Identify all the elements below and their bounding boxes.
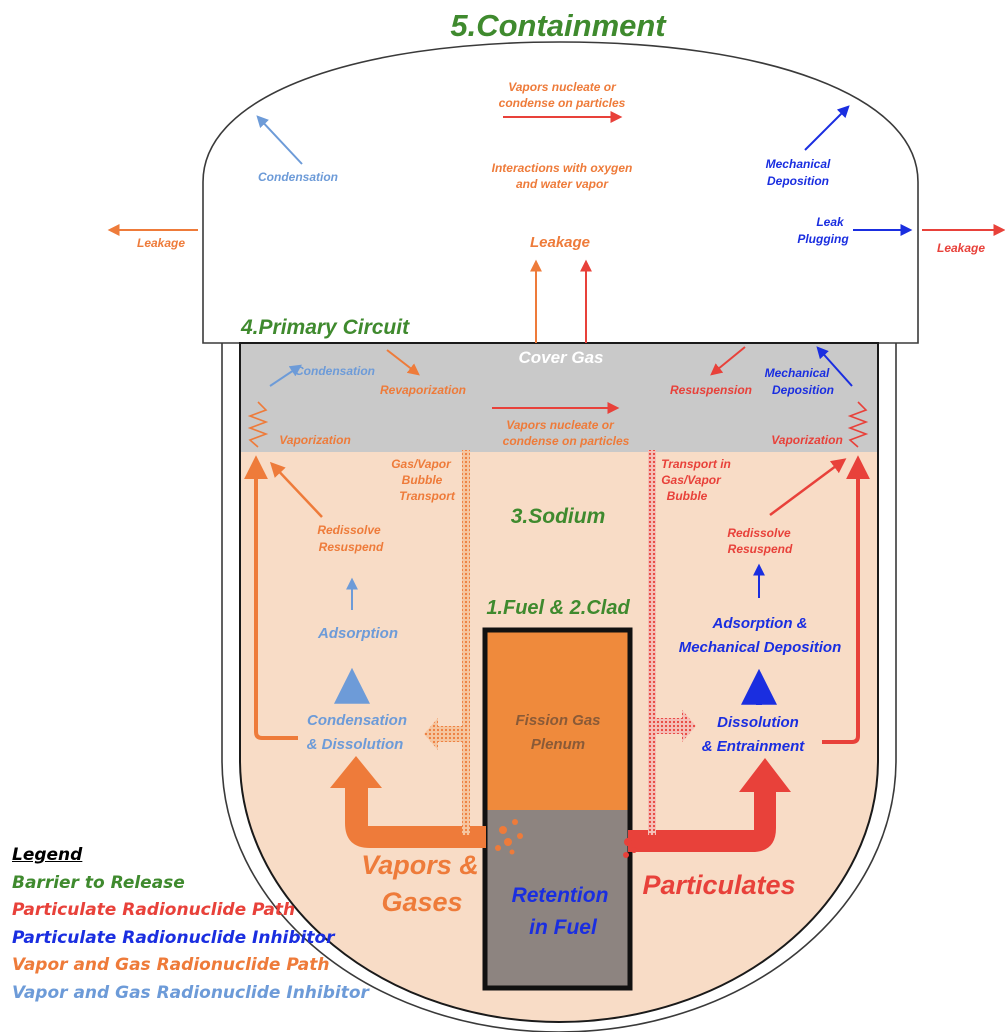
legend: Legend Barrier to Release Particulate Ra… — [12, 842, 369, 1007]
redissolve-vapor-arrow — [269, 461, 323, 518]
containment-interactions-label-2: and water vapor — [516, 177, 609, 191]
cover-nucleate-label-1: Vapors nucleate or — [506, 418, 615, 432]
retention-label-2: in Fuel — [529, 916, 598, 939]
cover-resuspension-arrow — [710, 346, 746, 376]
retention-label-1: Retention — [512, 884, 609, 907]
adsorption-label: Adsorption — [317, 625, 398, 642]
fission-gas-plenum-label-1: Fission Gas — [515, 712, 600, 729]
redissolve-left-label-2: Resuspend — [319, 540, 384, 554]
fission-gas-plenum — [485, 630, 630, 810]
transport-label-1: Transport in — [661, 457, 731, 471]
cover-revaporization-label: Revaporization — [380, 383, 466, 397]
leakage-left-label: Leakage — [137, 236, 185, 250]
leak-plugging-label-1: Leak — [816, 215, 845, 229]
cover-nucleate-label-2: condense on particles — [503, 434, 630, 448]
adsorption-mech-label-2: Mechanical Deposition — [679, 639, 842, 656]
legend-item-vapor-inhibitor: Vapor and Gas Radionuclide Inhibitor — [12, 982, 369, 1003]
transport-label-2: Gas/Vapor — [661, 473, 722, 487]
vessel-outer-wall — [221, 343, 897, 1032]
legend-item-particulate-path: Particulate Radionuclide Path — [12, 900, 296, 920]
gas-vapor-label-1: Gas/Vapor — [391, 457, 452, 471]
containment-nucleate-label-2: condense on particles — [499, 96, 626, 110]
particulate-particles — [623, 838, 637, 858]
adsorption-mech-label-1: Adsorption & — [712, 615, 808, 632]
containment-mech-deposition-arrow — [804, 105, 850, 151]
containment-condensation-arrow — [256, 115, 303, 165]
cover-mech-dep-label-2: Deposition — [772, 383, 834, 397]
fuel-clad-title: 1.Fuel & 2.Clad — [486, 597, 630, 619]
bubble-transport-right-branch — [648, 710, 696, 742]
gas-vapor-label-2: Bubble — [402, 473, 443, 487]
vaporization-spring-left — [247, 401, 269, 448]
vaporization-right-label: Vaporization — [771, 433, 843, 447]
fuel-clad-outline — [482, 627, 633, 991]
leak-plugging-label-2: Plugging — [797, 232, 849, 246]
vapor-particles — [495, 819, 523, 855]
legend-title: Legend — [12, 845, 83, 865]
containment-dome — [202, 41, 919, 344]
redissolve-left-label-1: Redissolve — [317, 523, 381, 537]
legend-item-particulate-inhibitor: Particulate Radionuclide Inhibitor — [12, 927, 335, 948]
vaporization-left-label: Vaporization — [279, 433, 351, 447]
cover-revaporization-arrow — [386, 349, 420, 376]
vapor-path-loop-left — [244, 455, 298, 740]
containment-title: 5.Containment — [450, 8, 667, 43]
legend-item-vapor-path: Vapor and Gas Radionuclide Path — [12, 955, 330, 975]
containment-mech-dep-label-1: Mechanical — [766, 157, 831, 171]
bubble-transport-left-branch — [424, 718, 470, 750]
gas-vapor-label-3: Transport — [399, 489, 456, 503]
condensation-dissolution-label-1: Condensation — [307, 712, 407, 729]
bubble-transport-right — [648, 450, 656, 835]
primary-circuit-title: 4.Primary Circuit — [240, 316, 410, 339]
redissolve-right-label-1: Redissolve — [727, 526, 791, 540]
particulate-release-big-arrow — [628, 758, 791, 852]
cover-gas-region — [240, 343, 878, 452]
vaporization-spring-right — [847, 401, 869, 448]
transport-label-3: Bubble — [667, 489, 708, 503]
vapor-release-big-arrow — [330, 756, 486, 848]
redissolve-right-label-2: Resuspend — [728, 542, 793, 556]
particulates-label: Particulates — [642, 870, 795, 900]
legend-item-barrier: Barrier to Release — [12, 872, 185, 893]
leakage-right-label: Leakage — [937, 241, 985, 255]
cover-condensation-arrow — [269, 364, 302, 387]
sodium-title: 3.Sodium — [511, 505, 606, 528]
particulate-path-loop-right — [822, 455, 870, 744]
bubble-transport-left — [462, 450, 470, 835]
cover-mech-dep-label-1: Mechanical — [765, 366, 830, 380]
dissolution-entrainment-label-1: Dissolution — [717, 714, 799, 731]
vessel-inner-wall — [239, 342, 879, 1023]
fission-gas-plenum-label-2: Plenum — [531, 736, 585, 753]
vapors-gases-label-1: Vapors & — [361, 850, 479, 880]
cover-gas-label: Cover Gas — [518, 348, 603, 367]
dissolution-entrainment-label-2: & Entrainment — [702, 738, 806, 755]
cover-resuspension-label: Resuspension — [670, 383, 752, 397]
containment-mech-dep-label-2: Deposition — [767, 174, 829, 188]
vapors-gases-label-2: Gases — [381, 887, 462, 917]
containment-interactions-label-1: Interactions with oxygen — [492, 161, 633, 175]
condensation-dissolution-label-2: & Dissolution — [307, 736, 404, 753]
cover-condensation-label: Condensation — [295, 364, 375, 378]
containment-condensation-label: Condensation — [258, 170, 338, 184]
leakage-center-label: Leakage — [530, 234, 590, 251]
containment-nucleate-label-1: Vapors nucleate or — [508, 80, 617, 94]
redissolve-particulate-arrow — [769, 458, 847, 517]
cover-mech-deposition-arrow — [816, 346, 853, 387]
